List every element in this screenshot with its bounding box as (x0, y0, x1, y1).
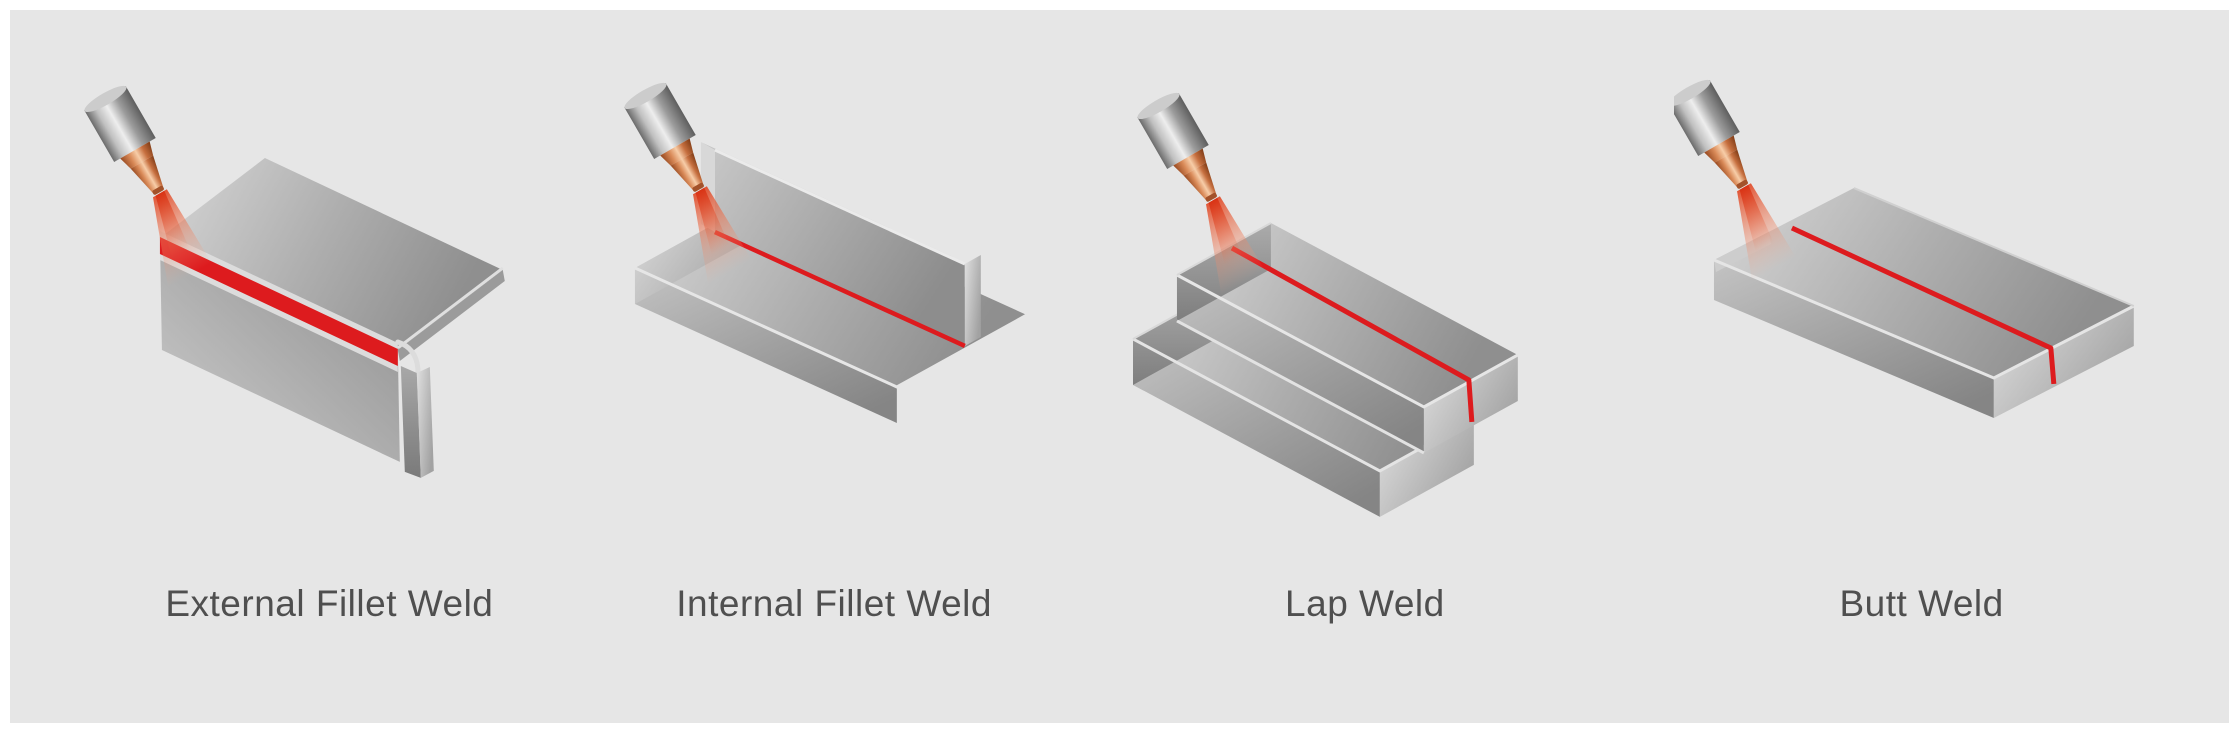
weld-seam (159, 231, 398, 372)
weld-type-label: Butt Weld (1839, 583, 2004, 624)
diagram-canvas: External Fillet Weld Internal Fillet Wel… (10, 10, 2229, 723)
panel-internal-fillet-weld: Internal Fillet Weld (565, 10, 1120, 723)
panel-butt-weld: Butt Weld (1674, 10, 2229, 723)
weld-type-label: External Fillet Weld (165, 583, 494, 624)
external-fillet-weld-illustration (67, 81, 505, 478)
welding-torch-icon (67, 81, 224, 288)
flat-plate (1713, 187, 2135, 418)
weld-seam (713, 229, 966, 349)
internal-fillet-weld-illustration (607, 78, 1028, 423)
weld-type-label: Lap Weld (1285, 583, 1445, 624)
weld-seam (1230, 245, 1474, 423)
angle-workpiece (159, 158, 505, 478)
panel-lap-weld: Lap Weld (1120, 10, 1675, 723)
weld-type-label: Internal Fillet Weld (676, 583, 992, 624)
panel-external-fillet-weld: External Fillet Weld (10, 10, 565, 723)
butt-weld-illustration (1674, 75, 2135, 418)
weld-seam (1791, 225, 2057, 385)
lap-weld-illustration (1120, 88, 1519, 517)
